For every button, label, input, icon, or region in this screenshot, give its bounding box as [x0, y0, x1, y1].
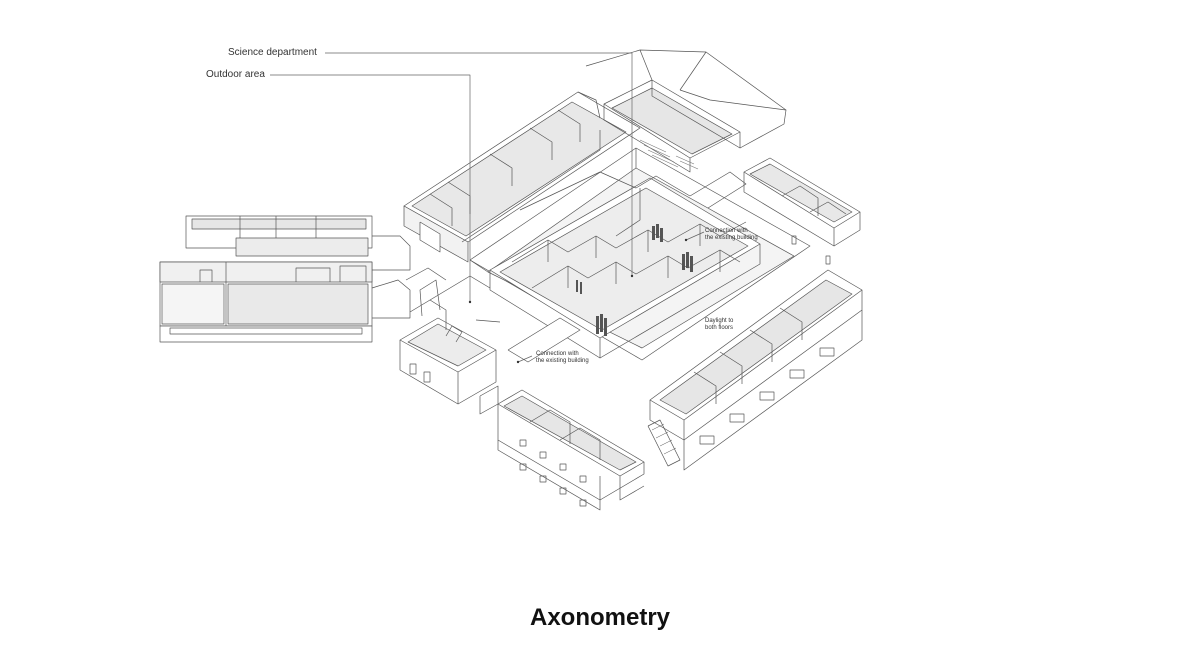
note-connection-upper-line2: the existing building [705, 235, 758, 241]
small-pavilion [400, 300, 496, 404]
note-daylight: Daylight to both floors [705, 318, 733, 332]
right-long-building [648, 270, 862, 470]
note-daylight-line1: Daylight to [705, 318, 734, 324]
central-new-building [490, 172, 760, 362]
note-connection-lower-line1: Connection with [536, 351, 579, 357]
left-building-block [160, 216, 410, 342]
science-department-wing [404, 92, 640, 262]
leader-dot-connection-lower [516, 360, 520, 364]
right-top-building [744, 158, 860, 264]
callout-science-department: Science department [228, 47, 317, 58]
note-connection-lower-line2: the existing building [536, 358, 589, 364]
drawing-title: Axonometry [529, 604, 671, 631]
leader-dot-science [630, 274, 634, 278]
connectors [406, 268, 500, 322]
note-connection-lower: Connection with the existing building [536, 351, 589, 365]
axonometric-drawing [0, 0, 1200, 600]
callout-outdoor-area: Outdoor area [206, 69, 265, 80]
auditorium-building [586, 50, 786, 172]
leader-dot-outdoor [468, 300, 472, 304]
leader-dot-connection-upper [684, 238, 688, 242]
note-connection-upper: Connection with the existing building [705, 228, 758, 242]
note-daylight-line2: both floors [705, 325, 734, 331]
bottom-building [480, 386, 644, 510]
leader-lines [270, 53, 704, 362]
note-connection-upper-line1: Connection with [705, 228, 748, 234]
